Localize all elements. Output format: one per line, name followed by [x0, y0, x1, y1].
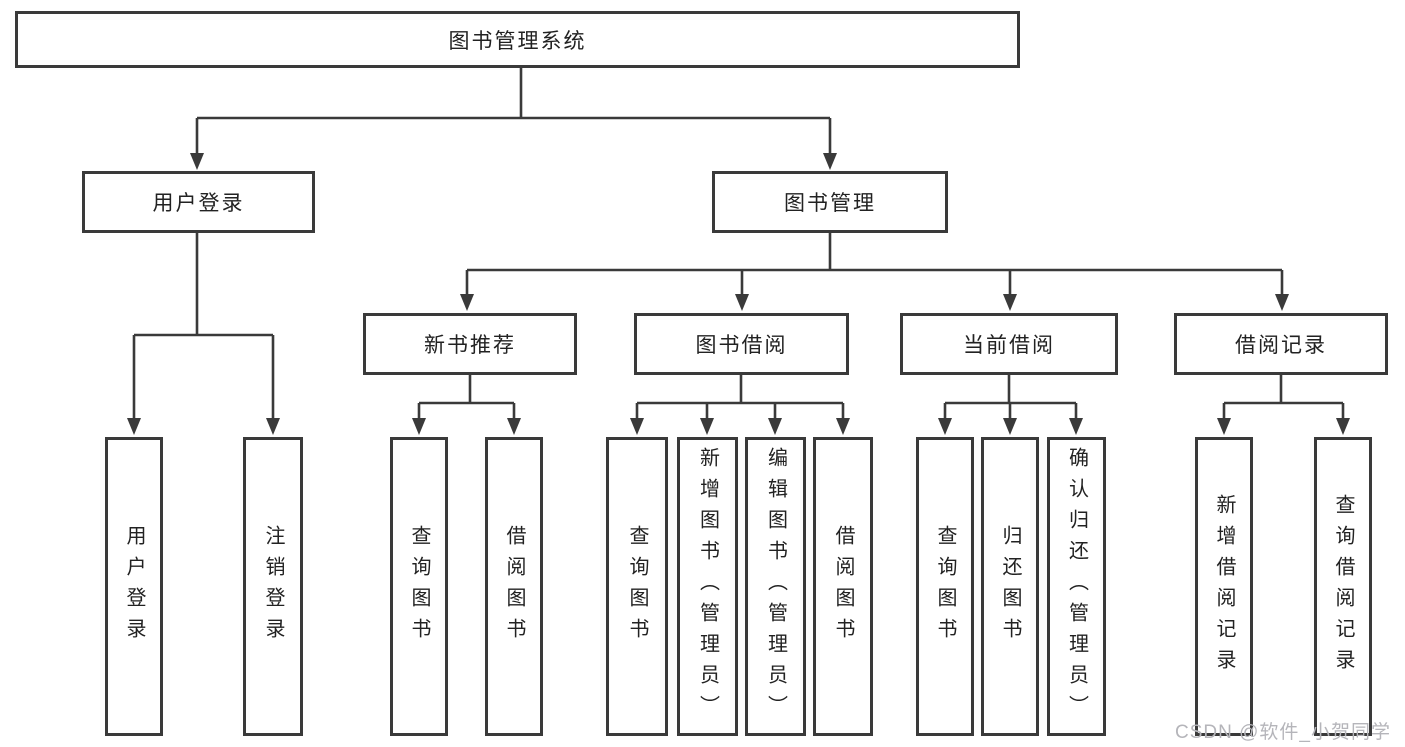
leaf-query-books-1: 查询图书 [390, 437, 448, 736]
leaf-confirm-return-admin-label: 确认归还（管理员） [1065, 447, 1088, 726]
leaf-query-borrow-record-label: 查询借阅记录 [1332, 493, 1354, 680]
leaf-query-books-1-label: 查询图书 [408, 524, 430, 649]
leaf-logout: 注销登录 [243, 437, 303, 736]
leaf-borrow-books-2: 借阅图书 [813, 437, 873, 736]
leaf-borrow-books-1-label: 借阅图书 [503, 524, 525, 649]
leaf-add-borrow-record-label: 新增借阅记录 [1213, 493, 1235, 680]
node-new-book-recommend-label: 新书推荐 [424, 334, 516, 357]
node-book-management-branch: 图书管理 [712, 171, 948, 233]
leaf-user-login-label: 用户登录 [123, 524, 145, 649]
node-current-borrow-label: 当前借阅 [963, 334, 1055, 357]
leaf-query-borrow-record: 查询借阅记录 [1314, 437, 1372, 736]
leaf-add-borrow-record: 新增借阅记录 [1195, 437, 1253, 736]
leaf-return-book: 归还图书 [981, 437, 1039, 736]
leaf-confirm-return-admin: 确认归还（管理员） [1047, 437, 1106, 736]
node-book-borrow-label: 图书借阅 [695, 334, 788, 357]
leaf-query-books-2: 查询图书 [606, 437, 668, 736]
node-user-login-branch: 用户登录 [82, 171, 315, 233]
node-user-login-branch-label: 用户登录 [152, 192, 245, 215]
node-borrow-records: 借阅记录 [1174, 313, 1388, 375]
node-current-borrow: 当前借阅 [900, 313, 1118, 375]
leaf-borrow-books-1: 借阅图书 [485, 437, 543, 736]
node-borrow-records-label: 借阅记录 [1235, 334, 1327, 357]
leaf-query-books-2-label: 查询图书 [626, 524, 648, 649]
leaf-query-books-3: 查询图书 [916, 437, 974, 736]
node-system-root-label: 图书管理系统 [448, 29, 587, 53]
leaf-query-books-3-label: 查询图书 [934, 524, 956, 649]
leaf-add-book-admin: 新增图书（管理员） [677, 437, 738, 736]
leaf-logout-label: 注销登录 [262, 524, 284, 649]
csdn-watermark: CSDN @软件_小贺同学 [1175, 722, 1391, 743]
node-system-root: 图书管理系统 [15, 11, 1020, 68]
node-new-book-recommend: 新书推荐 [363, 313, 577, 375]
leaf-add-book-admin-label: 新增图书（管理员） [696, 447, 719, 726]
leaf-borrow-books-2-label: 借阅图书 [832, 524, 854, 649]
leaf-edit-book-admin: 编辑图书（管理员） [745, 437, 806, 736]
node-book-borrow: 图书借阅 [634, 313, 849, 375]
node-book-management-branch-label: 图书管理 [784, 192, 876, 215]
leaf-return-book-label: 归还图书 [999, 524, 1021, 649]
leaf-user-login: 用户登录 [105, 437, 163, 736]
leaf-edit-book-admin-label: 编辑图书（管理员） [764, 447, 787, 726]
